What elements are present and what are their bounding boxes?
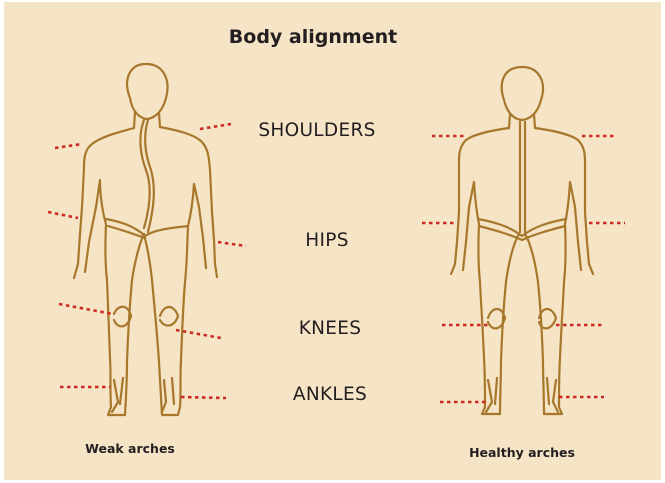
- label-shoulders: SHOULDERS: [258, 120, 375, 141]
- caption-healthy-arches: Healthy arches: [469, 445, 575, 460]
- label-knees: KNEES: [299, 318, 362, 339]
- figure-knees: [488, 309, 556, 328]
- caption-weak-arches: Weak arches: [85, 441, 175, 456]
- diagram-title: Body alignment: [229, 26, 397, 48]
- figure-head: [502, 67, 543, 120]
- figure-head: [127, 64, 167, 119]
- shoulder-line-right: [200, 124, 231, 129]
- hip-line-right: [218, 242, 246, 246]
- diagram-canvas: Body alignment: [4, 2, 661, 480]
- figure-outline-right: [525, 128, 593, 414]
- label-hips: HIPS: [305, 230, 348, 251]
- figure-pelvis: [478, 219, 566, 240]
- figure-healthy-arches: Healthy arches: [422, 67, 625, 460]
- ankle-line-right: [181, 397, 226, 398]
- body-alignment-diagram: Body alignment: [4, 2, 661, 480]
- label-ankles: ANKLES: [293, 384, 367, 405]
- figure-outline-right: [144, 127, 217, 415]
- figure-ankles: [112, 378, 174, 412]
- figure-outline-left: [74, 128, 144, 415]
- figure-outline-left: [451, 128, 519, 414]
- figure-spine: [140, 120, 153, 232]
- joint-labels: SHOULDERS HIPS KNEES ANKLES: [258, 120, 375, 405]
- figure-ankles: [486, 378, 558, 412]
- figure-weak-arches: Weak arches: [48, 64, 246, 456]
- shoulder-line-left: [55, 144, 82, 148]
- figure-spine: [520, 122, 525, 232]
- figure-pelvis: [106, 219, 188, 238]
- knee-line-left: [59, 304, 113, 314]
- figure-knees: [114, 307, 178, 327]
- hip-line-left: [48, 212, 78, 218]
